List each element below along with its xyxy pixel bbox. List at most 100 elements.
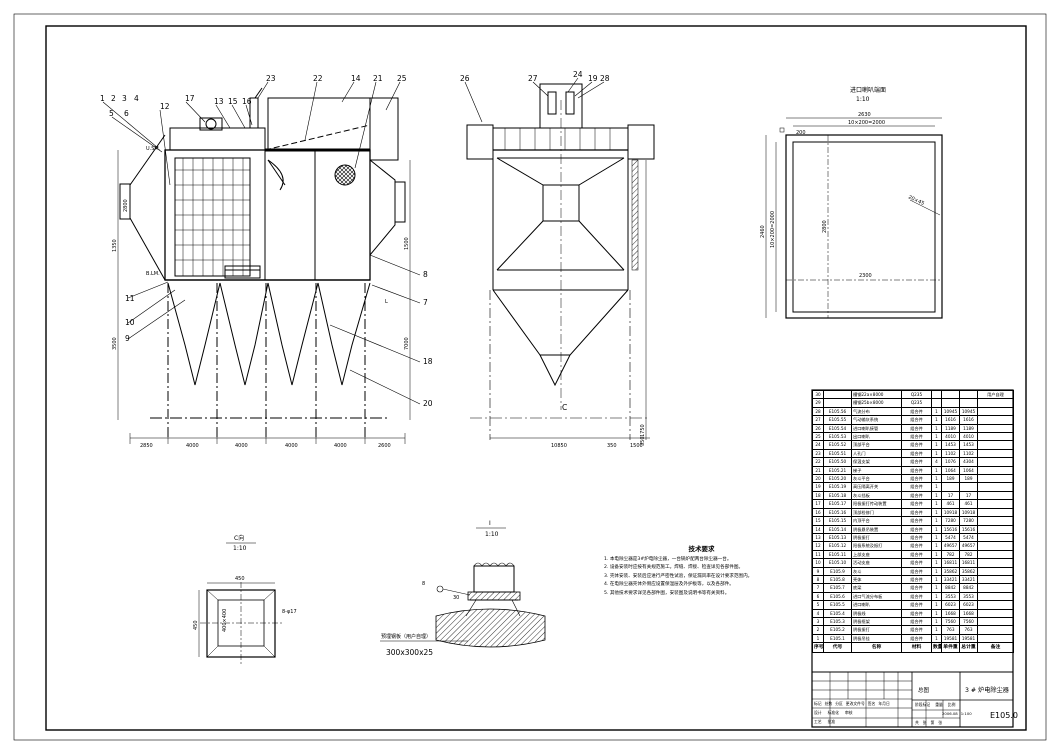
parts-cell-unit: 16811 [941,558,960,568]
parts-cell-code: E105.17 [823,499,852,509]
dim-200: 200 [796,130,806,136]
parts-cell-qty: 1 [931,474,942,484]
callout-27: 27 [528,74,538,83]
callout-9: 9 [125,334,130,343]
drawing-name: 3 # 炉电除尘器 [965,687,1009,694]
parts-cell-unit: 7280 [941,516,960,526]
tb-label-review: 审核 [844,710,853,715]
header-no: 序号 [812,642,824,654]
callout-19: 19 [588,74,598,83]
parts-cell-no: 21 [812,465,824,476]
parts-cell-note [977,574,1014,585]
parts-cell-total: 1616 [959,415,978,425]
parts-cell-name: 槽钢25b×8000 [851,398,902,408]
tb-scale-value: 1:100 [960,711,972,716]
elev-blm-label: B.LM. [146,271,160,277]
parts-cell-note [977,490,1014,501]
parts-cell-name: 灰斗 [851,566,902,576]
parts-cell-total: 782 [959,549,978,560]
parts-cell-total: 10945 [959,406,978,417]
parts-cell-mat: 组合件 [901,499,932,509]
callout-23: 23 [266,74,276,83]
parts-cell-total: 49657 [959,541,978,551]
parts-cell-unit: 782 [941,549,960,560]
parts-cell-total: 1102 [959,448,978,459]
parts-cell-unit: 17 [941,490,960,501]
parts-cell-no: 22 [812,457,824,467]
parts-cell-note [977,465,1014,476]
parts-cell-mat: 组合件 [901,566,932,576]
parts-cell-note [977,532,1014,543]
technical-notes: 技术要求 1. 本电除尘器是3#炉电除尘器，一台锅炉配两台除尘器一台。 2. 设… [604,545,799,599]
parts-cell-qty: 1 [931,423,942,434]
parts-cell-name: 阴极吊挂 [851,633,902,644]
parts-cell-unit [941,389,960,400]
parts-cell-note [977,482,1014,492]
parts-cell-qty: 1 [931,507,942,518]
parts-cell-unit [941,482,960,492]
dim-1500: 1500 [404,237,410,250]
dim-1350: 1350 [112,239,118,252]
technical-note-5: 5. 其他技术要求详见各部件图，安装图及说明书等有关资料。 [604,590,730,596]
parts-cell-mat: 组合件 [901,625,932,635]
tb-label-approve: 批准 [827,719,836,724]
parts-cell-no: 11 [812,549,824,560]
parts-cell-mat: 组合件 [901,415,932,425]
parts-cell-note [977,566,1014,576]
parts-cell-code: E105.18 [823,490,852,501]
parts-cell-note [977,616,1014,627]
parts-cell-code: E105.13 [823,532,852,543]
dim-20x45: 20×45 [907,194,925,207]
parts-cell-total: 16811 [959,558,978,568]
tb-label-zone: 分区 [835,701,843,706]
tb-label-mark: 标记 [814,701,822,706]
parts-cell-unit: 7560 [941,616,960,627]
parts-cell-no: 19 [812,482,824,492]
parts-cell-no: 17 [812,499,824,509]
parts-cell-total: 35862 [959,566,978,576]
dim-4000-d: 4000 [334,443,347,449]
dim-400x400: 400×400 [222,609,228,632]
parts-cell-qty: 1 [931,608,942,618]
parts-cell-qty: 1 [931,499,942,509]
parts-cell-no: 7 [812,583,824,593]
parts-cell-total: 3553 [959,591,978,602]
parts-cell-qty [931,398,942,408]
parts-cell-total: 189 [959,474,978,484]
dim-450-h: 450 [235,576,245,582]
parts-cell-code: E105.54 [823,423,852,434]
callout-16: 16 [242,97,252,106]
parts-cell-name: 阴极悬吊装置 [851,524,902,534]
parts-cell-note: 用户自理 [977,389,1014,400]
parts-cell-no: 18 [812,490,824,501]
parts-cell-name: 活动支座 [851,558,902,568]
parts-cell-no: 3 [812,616,824,627]
tb-label-stage: 阶段标记 [915,702,931,707]
callout-13: 13 [214,97,224,106]
parts-cell-mat: 组合件 [901,633,932,644]
parts-cell-no: 10 [812,558,824,568]
parts-cell-code: E105.1 [823,633,852,644]
parts-cell-name: 上部支座 [851,549,902,560]
dim-2630: 2630 [858,112,871,118]
drawing-type: 总图 [918,688,930,694]
dim-10x200-top: 10×200=2000 [848,120,885,126]
parts-cell-qty: 1 [931,406,942,417]
parts-cell-note [977,516,1014,526]
dim-4000-a: 4000 [186,443,199,449]
side-elevation-view [102,81,421,444]
parts-cell-note [977,398,1014,408]
callout-1: 1 [100,94,105,103]
parts-cell-note [977,541,1014,551]
parts-cell-code: E105.2 [823,625,852,635]
parts-cell-name: 灰斗平台 [851,474,902,484]
parts-cell-unit: 1668 [941,608,960,618]
inlet-detail-view [765,117,943,319]
